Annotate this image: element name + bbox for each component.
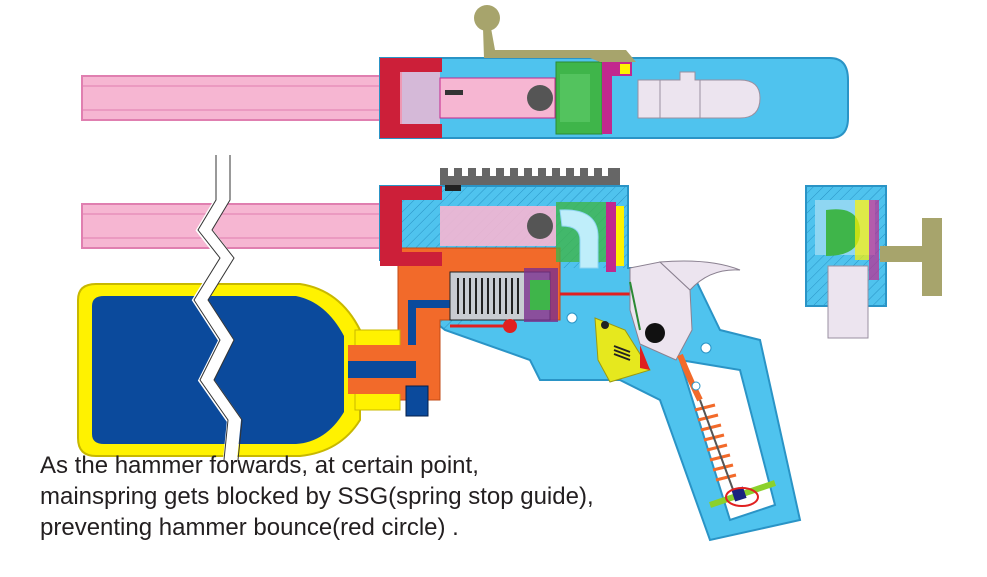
diagram-caption: As the hammer forwards, at certain point… bbox=[40, 450, 740, 543]
top-hammer bbox=[637, 71, 761, 119]
side-barrel-nut bbox=[380, 186, 442, 266]
side-pellet bbox=[527, 213, 553, 239]
top-barrel-nut bbox=[380, 58, 442, 138]
top-bolt-knob bbox=[474, 5, 500, 31]
detail-hammer-block bbox=[827, 265, 869, 339]
detail-handle-knob bbox=[922, 218, 942, 296]
break-line bbox=[191, 155, 242, 461]
air-cylinder bbox=[77, 283, 438, 457]
hammer-pivot bbox=[645, 323, 665, 343]
valve-spring bbox=[457, 278, 519, 314]
grip-window bbox=[678, 358, 777, 522]
top-pellet bbox=[527, 85, 553, 111]
hammer-strut bbox=[677, 353, 703, 402]
highlight-red-circle bbox=[725, 487, 759, 507]
side-section-assembly bbox=[81, 168, 802, 542]
bolt-detail-view bbox=[805, 185, 942, 339]
top-view-assembly bbox=[81, 5, 849, 139]
fill-valve bbox=[405, 385, 429, 417]
caption-line-2: mainspring gets blocked by SSG(spring st… bbox=[40, 483, 594, 510]
top-bolt-handle bbox=[483, 28, 636, 62]
caption-line-3: preventing hammer bounce(red circle) . bbox=[40, 514, 459, 541]
detail-handle-stem bbox=[880, 246, 925, 262]
caption-line-1: As the hammer forwards, at certain point… bbox=[40, 452, 479, 479]
